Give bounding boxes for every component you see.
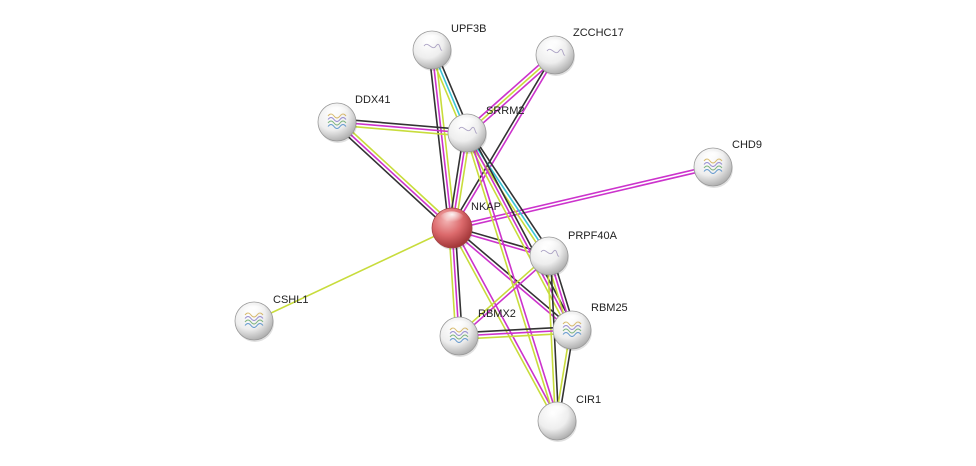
edge-strand-textmining — [434, 48, 456, 229]
edge-strand-experiments — [431, 49, 453, 229]
edge-strand-textmining — [338, 118, 455, 227]
node-upf3b[interactable]: UPF3B — [412, 23, 486, 71]
node-label: CSHL1 — [273, 294, 308, 306]
node-label: RBM25 — [591, 302, 628, 314]
edge-strand-textmining — [253, 227, 453, 322]
edge-nkap-zcchc17[interactable] — [449, 53, 558, 230]
edge-srrm2-rbm25[interactable] — [463, 130, 576, 333]
edge-strand-experiments — [452, 55, 558, 230]
node-highlight — [543, 39, 567, 54]
node-highlight — [545, 405, 569, 420]
edge-strand-coexpression — [449, 53, 555, 228]
node-label: UPF3B — [451, 23, 486, 35]
node-label: CIR1 — [576, 394, 601, 406]
edge-zcchc17-srrm2[interactable] — [464, 51, 558, 137]
edge-ddx41-srrm2[interactable] — [335, 118, 469, 137]
node-label: SRRM2 — [486, 105, 525, 117]
edge-nkap-upf3b[interactable] — [428, 48, 456, 230]
edge-nkap-cir1[interactable] — [449, 226, 560, 423]
node-highlight — [420, 34, 444, 49]
node-label: RBMX2 — [478, 308, 516, 320]
edge-strand-textmining — [335, 124, 468, 137]
node-chd9[interactable]: CHD9 — [693, 139, 762, 188]
node-highlight — [447, 320, 471, 335]
node-label: ZCCHC17 — [573, 27, 624, 39]
edge-strand-textmining — [546, 255, 557, 422]
node-ddx41[interactable]: DDX41 — [317, 94, 390, 143]
edge-nkap-ddx41[interactable] — [334, 118, 455, 232]
edge-strand-experiments — [459, 256, 551, 338]
node-label: NKAP — [471, 201, 501, 213]
edge-strand-textmining — [464, 132, 557, 423]
node-cir1[interactable]: CIR1 — [537, 394, 601, 442]
node-zcchc17[interactable]: ZCCHC17 — [535, 27, 624, 76]
edge-strand-textmining — [463, 133, 570, 333]
edge-strand-textmining — [466, 54, 556, 134]
node-label: CHD9 — [732, 139, 762, 151]
edge-srrm2-cir1[interactable] — [464, 131, 560, 423]
node-highlight — [242, 305, 266, 320]
node-label: DDX41 — [355, 94, 390, 106]
node-nkap[interactable]: NKAP — [431, 201, 501, 250]
edge-strand-experiments — [466, 132, 573, 331]
edge-strand-textmining — [449, 227, 557, 423]
edge-prpf40a-rbmx2[interactable] — [457, 254, 551, 338]
edge-strand-coexpression — [334, 123, 451, 232]
edge-strand-experiments — [468, 56, 558, 137]
edge-strand-coexpression — [468, 130, 553, 256]
edge-strand-coexpression — [336, 118, 469, 131]
node-cshl1[interactable]: CSHL1 — [234, 294, 308, 342]
edge-nkap-cshl1[interactable] — [253, 227, 453, 322]
edge-strand-experiments — [336, 121, 453, 229]
edge-strand-experiments — [464, 51, 554, 132]
edge-strand-experiments — [467, 131, 560, 422]
edge-strand-experiments — [336, 121, 468, 134]
node-highlight — [325, 106, 349, 121]
edge-strand-textmining — [457, 254, 549, 336]
node-highlight — [537, 240, 561, 255]
node-rbmx2[interactable]: RBMX2 — [439, 308, 516, 357]
node-highlight — [560, 314, 584, 329]
node-highlight — [439, 211, 465, 227]
edge-strand-experiments — [452, 226, 560, 422]
node-highlight — [455, 117, 479, 132]
edge-strand-coexpression — [428, 49, 450, 230]
edge-strand-textmining — [463, 133, 548, 259]
node-highlight — [701, 151, 725, 166]
node-label: PRPF40A — [568, 230, 618, 242]
edges-layer — [253, 47, 715, 423]
node-rbm25[interactable]: RBM25 — [552, 302, 628, 351]
node-prpf40a[interactable]: PRPF40A — [529, 230, 618, 277]
node-srrm2[interactable]: SRRM2 — [447, 105, 525, 154]
